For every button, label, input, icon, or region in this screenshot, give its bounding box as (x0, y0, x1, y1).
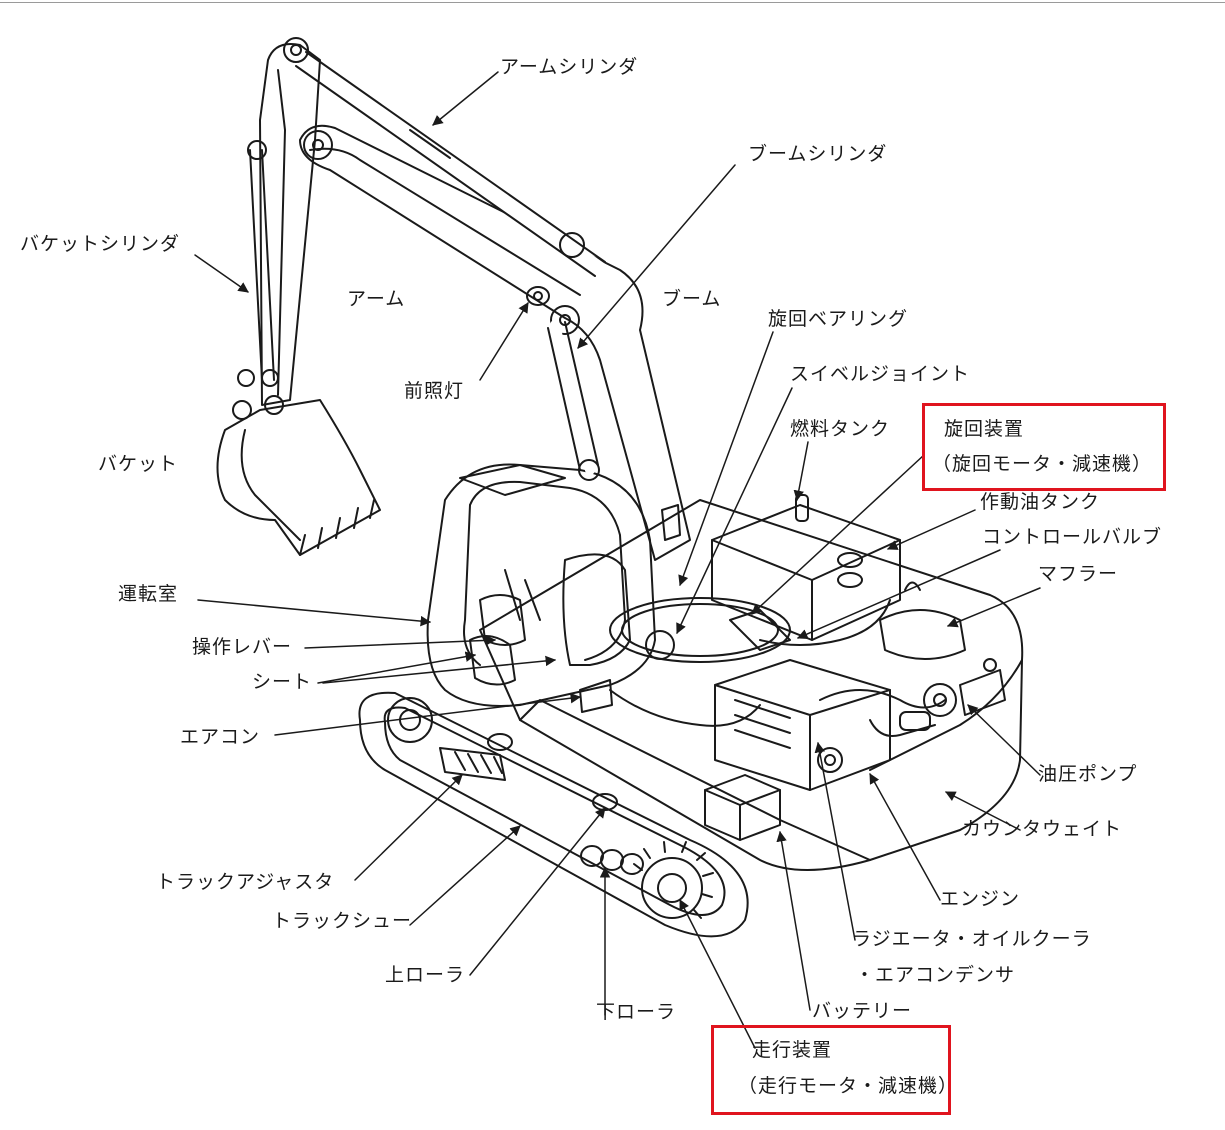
label-track-shoe: トラックシュー (272, 910, 413, 932)
leader-lines (194, 71, 1041, 1049)
label-radiator: ラジエータ・オイルクーラ (852, 928, 1092, 950)
label-swing-bearing: 旋回ベアリング (768, 308, 909, 330)
label-swing-device-sub: （旋回モータ・減速機） (932, 453, 1153, 475)
label-counterweight: カウンタウェイト (962, 818, 1123, 840)
label-arm-cylinder: アームシリンダ (500, 56, 639, 78)
label-swing-device: 旋回装置 (944, 418, 1025, 440)
label-travel-device-sub: （走行モータ・減速機） (738, 1075, 959, 1097)
upper-structure (479, 494, 1024, 871)
label-engine: エンジン (940, 888, 1021, 910)
label-boom: ブーム (662, 288, 722, 310)
boom (299, 124, 691, 561)
label-boom-cylinder: ブームシリンダ (748, 143, 888, 165)
label-cab: 運転室 (118, 583, 179, 605)
label-condenser: ・エアコンデンサ (855, 964, 1016, 986)
label-battery: バッテリー (812, 1000, 913, 1022)
label-swivel-joint: スイベルジョイント (790, 363, 971, 385)
top-frame-line (0, 2, 1225, 3)
label-control-valve: コントロールバルブ (982, 526, 1163, 548)
label-hydraulic-tank: 作動油タンク (980, 491, 1101, 513)
bucket-cylinder (232, 140, 284, 420)
front-light (526, 286, 550, 306)
arm-cylinder (283, 37, 608, 278)
label-lever: 操作レバー (192, 636, 293, 658)
label-fuel-tank: 燃料タンク (790, 418, 891, 440)
label-front-light: 前照灯 (404, 380, 465, 402)
label-travel-device: 走行装置 (752, 1039, 833, 1061)
label-bucket: バケット (98, 453, 179, 475)
label-lower-roller: 下ローラ (596, 1001, 677, 1023)
bucket (216, 399, 381, 556)
label-bucket-cylinder: バケットシリンダ (20, 233, 181, 255)
crawler-track (358, 691, 749, 938)
arm (259, 43, 321, 406)
label-upper-roller: 上ローラ (385, 964, 466, 986)
travel-device-highlight-box (711, 1025, 951, 1115)
boom-cylinder (547, 320, 600, 481)
label-hydraulic-pump: 油圧ポンプ (1038, 763, 1138, 785)
operator-cab (426, 463, 656, 707)
label-arm: アーム (347, 288, 406, 310)
label-aircon: エアコン (180, 726, 261, 748)
label-seat: シート (252, 671, 313, 693)
label-muffler: マフラー (1038, 563, 1119, 585)
label-track-adjuster: トラックアジャスタ (156, 871, 335, 893)
swing-device-highlight-box (922, 403, 1166, 491)
